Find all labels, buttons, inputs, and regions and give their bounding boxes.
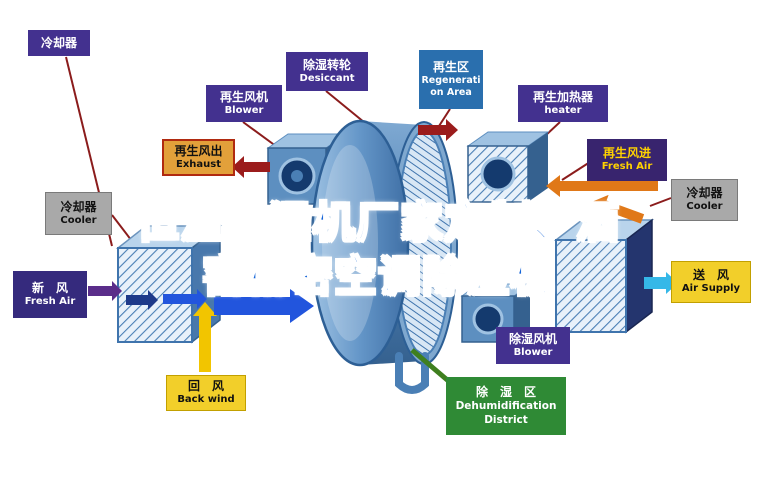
right-duct-front <box>555 239 627 333</box>
wheel-highlight <box>322 145 378 341</box>
label-zh: 除湿风机 <box>508 331 557 346</box>
label-zh: 再生风进 <box>602 146 651 161</box>
arrow-supply-cyan <box>644 272 678 294</box>
label-dehumid-blower: 除湿风机 Blower <box>496 327 570 364</box>
arrow-return-air-yellow <box>193 302 217 372</box>
regen-heater-side <box>528 132 548 202</box>
label-regeneration-area: 再生区 Regeneration Area <box>419 50 483 109</box>
label-zh: 冷却器 <box>40 35 77 50</box>
arrow-process-blue-large <box>214 289 314 323</box>
label-zh: 回 风 <box>187 379 224 394</box>
label-fresh-air: 新 风 Fresh Air <box>13 271 87 318</box>
label-zh: 送 风 <box>692 268 729 283</box>
label-en: Blower <box>224 104 264 116</box>
wheel-front-disc <box>310 119 410 367</box>
label-cooler-right: 冷却器 Cooler <box>671 179 738 221</box>
label-en: Dehumidification District <box>455 400 557 426</box>
label-regen-heater: 再生加热器 heater <box>518 85 608 122</box>
label-dehumid-district: 除 湿 区 Dehumidification District <box>446 377 566 435</box>
connector-cooler-right <box>649 197 672 207</box>
label-en: Back wind <box>177 394 235 406</box>
label-zh: 再生风出 <box>174 143 223 158</box>
fan-hub-icon <box>291 170 303 182</box>
label-en: Air Supply <box>681 283 741 295</box>
label-zh: 新 风 <box>31 280 68 295</box>
arrow-regen-in-orange <box>546 175 658 197</box>
label-zh: 再生风机 <box>219 89 268 104</box>
label-en: Fresh Air <box>24 295 76 307</box>
label-regen-air-in: 再生风进 Fresh Air <box>587 139 667 181</box>
heater-fan-icon <box>480 156 516 192</box>
label-cooler-left: 冷却器 Cooler <box>45 192 112 235</box>
arrow-regen-top-red <box>418 119 458 141</box>
label-en: Cooler <box>60 214 97 226</box>
label-regen-air-out: 再生风出 Exhaust <box>162 139 235 176</box>
arrow-exhaust-red <box>232 156 270 178</box>
label-back-wind: 回 风 Back wind <box>166 375 246 411</box>
regen-heater-box <box>466 131 550 203</box>
watermark-line1: 恒温恒湿机厂家定制、酒 <box>135 197 621 248</box>
arrow-regen-diag-orange <box>593 194 645 224</box>
watermark-text: 恒温恒湿机厂家定制、酒 窖精密空调除湿机 <box>0 196 757 304</box>
label-en: Cooler <box>686 201 723 213</box>
label-zh: 再生加热器 <box>532 89 593 104</box>
label-regen-blower: 再生风机 Blower <box>206 85 282 122</box>
arrow-fresh-air-purple <box>88 281 122 301</box>
label-zh: 冷却器 <box>686 186 723 201</box>
desiccant-wheel <box>310 119 458 394</box>
label-air-supply: 送 风 Air Supply <box>671 261 751 303</box>
label-en: Exhaust <box>176 158 221 170</box>
watermark-line2: 窖精密空调除湿机 <box>201 251 555 302</box>
label-en: Blower <box>513 346 553 358</box>
label-en: heater <box>544 104 582 116</box>
right-duct-unit <box>553 218 655 334</box>
label-en: Regeneration Area <box>421 75 481 98</box>
label-en: Fresh Air <box>601 161 653 173</box>
label-en: Desiccant <box>299 72 355 84</box>
label-cooler-top-left: 冷却器 <box>28 30 90 56</box>
label-desiccant-wheel: 除湿转轮 Desiccant <box>286 52 368 91</box>
dehumid-district-line <box>410 348 454 386</box>
label-zh: 除湿转轮 <box>302 57 351 72</box>
wheel-support-bracket <box>395 352 429 394</box>
label-zh: 再生区 <box>432 60 469 75</box>
arrow-process-navy <box>126 290 158 310</box>
flow-arrows <box>88 119 678 372</box>
label-zh: 除 湿 区 <box>475 385 536 400</box>
label-zh: 冷却器 <box>60 199 97 214</box>
process-fan-icon <box>472 303 504 335</box>
connector-regen-air-in <box>561 161 591 181</box>
arrow-process-blue-small <box>163 289 207 309</box>
